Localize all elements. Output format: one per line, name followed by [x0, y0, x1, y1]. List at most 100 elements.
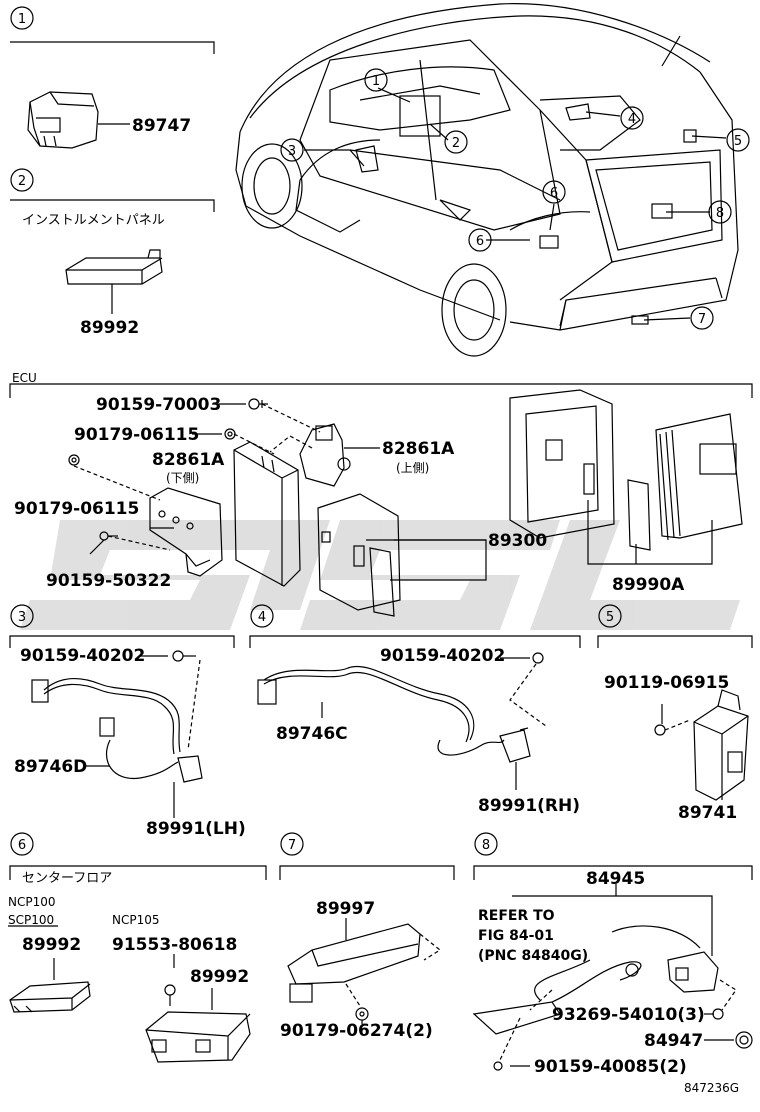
part-84945-drawing [472, 925, 719, 1035]
section-2 [10, 168, 215, 314]
part-90179-06274: 90179-06274(2) [280, 1021, 433, 1041]
part-89992-s2: 89992 [80, 318, 139, 338]
bolt-40085 [493, 1061, 503, 1071]
part-82861a-upper: 82861A [382, 439, 455, 459]
section-5-number: 5 [606, 610, 614, 625]
section-5 [597, 604, 753, 801]
note-lower: (下側) [166, 471, 199, 485]
nut-06274 [355, 1007, 369, 1021]
part-89992-s6b: 89992 [190, 967, 249, 987]
part-89991-rh: 89991(RH) [478, 796, 580, 816]
part-90159-40202-s4: 90159-40202 [380, 646, 505, 666]
ecu-bolt-70003 [248, 398, 268, 410]
section-2-circle [10, 168, 34, 192]
part-89747-drawing [27, 91, 99, 149]
part-89990a: 89990A [612, 575, 685, 595]
part-90159-50322: 90159-50322 [46, 571, 171, 591]
part-90159-40085: 90159-40085(2) [534, 1057, 687, 1077]
part-89992-center-drawing [9, 981, 91, 1013]
section-8-number: 8 [482, 838, 490, 853]
part-89992-s6a: 89992 [22, 935, 81, 955]
callout-5: 5 [734, 134, 742, 149]
model-ncp105: NCP105 [112, 913, 160, 927]
section-7-circle [280, 832, 304, 856]
part-89746d: 89746D [14, 757, 87, 777]
callout-circle-2 [444, 130, 468, 154]
callout-2: 2 [452, 136, 460, 151]
section-5-circle [598, 604, 622, 628]
callout-circle-6b [468, 228, 492, 252]
car-drawing [235, 3, 739, 357]
section-1 [10, 6, 215, 149]
refer-line-3: (PNC 84840G) [478, 948, 588, 964]
wire-89746d [31, 650, 203, 783]
part-90159-70003: 90159-70003 [96, 395, 221, 415]
diagram-code: 847236G [684, 1081, 739, 1095]
section-4-circle [250, 604, 274, 628]
section-ecu [9, 383, 753, 617]
part-90179-06115-a: 90179-06115 [74, 425, 199, 445]
booklet-89990a [509, 389, 743, 551]
model-ncp100: NCP100 [8, 895, 56, 909]
part-89992-ncp105-drawing [145, 1011, 251, 1063]
section-1-circle [10, 6, 34, 30]
section-3 [9, 604, 235, 818]
screw-91553 [164, 984, 176, 1006]
callout-circle-8 [708, 200, 732, 224]
ecu-title: ECU [12, 371, 37, 385]
section-1-number: 1 [18, 12, 26, 27]
note-upper: (上側) [396, 461, 429, 475]
section-6-circle [10, 832, 34, 856]
callout-circle-1 [364, 68, 388, 92]
watermark [20, 520, 740, 630]
section-4 [249, 604, 581, 790]
model-scp100: SCP100 [8, 913, 54, 927]
callout-8: 8 [716, 206, 724, 221]
callout-circle-7 [690, 306, 714, 330]
section-6-title: センターフロア [22, 871, 112, 886]
section-4-number: 4 [258, 610, 266, 625]
part-89992-drawing [65, 249, 163, 285]
callout-circle-5 [726, 128, 750, 152]
part-84947: 84947 [644, 1031, 703, 1051]
section-6-number: 6 [18, 838, 26, 853]
ecu-nut-06115-a [224, 428, 236, 440]
callout-6b: 6 [476, 234, 484, 249]
module-89300 [317, 493, 401, 617]
ecu-box [233, 441, 301, 587]
callout-3: 3 [288, 144, 296, 159]
callout-4: 4 [628, 112, 636, 127]
part-91553-80618: 91553-80618 [112, 935, 237, 955]
part-89997-drawing [287, 923, 442, 1007]
screw-54010 [712, 1008, 724, 1020]
ecu-nut-06115-b [68, 454, 80, 466]
callout-circle-3 [280, 138, 304, 162]
section-8 [472, 832, 753, 1071]
callout-circle-4 [620, 106, 644, 130]
part-93269-54010: 93269-54010(3) [552, 1005, 705, 1025]
callout-6a: 6 [550, 186, 558, 201]
section-2-number: 2 [18, 174, 26, 189]
part-90179-06115-b: 90179-06115 [14, 499, 139, 519]
bracket-82861a-upper [299, 423, 351, 487]
part-89741-drawing [693, 689, 749, 801]
grommet-84947 [735, 1031, 753, 1049]
part-89747: 89747 [132, 116, 191, 136]
section-3-circle [10, 604, 34, 628]
section-2-title: インストルメントパネル [22, 213, 165, 228]
part-89300: 89300 [488, 531, 547, 551]
part-89997: 89997 [316, 899, 375, 919]
part-82861a-lower: 82861A [152, 450, 225, 470]
part-90159-40202-s3: 90159-40202 [20, 646, 145, 666]
section-7-number: 7 [288, 838, 296, 853]
section-8-circle [474, 832, 498, 856]
wire-89746c [257, 652, 547, 763]
part-89746c: 89746C [276, 724, 348, 744]
car-callout-circles [280, 68, 750, 330]
part-90119-06915: 90119-06915 [604, 673, 729, 693]
bracket-82861a-lower [149, 487, 223, 577]
part-89991-lh: 89991(LH) [146, 819, 246, 839]
section-3-number: 3 [18, 610, 26, 625]
callout-circle-6a [542, 180, 566, 204]
